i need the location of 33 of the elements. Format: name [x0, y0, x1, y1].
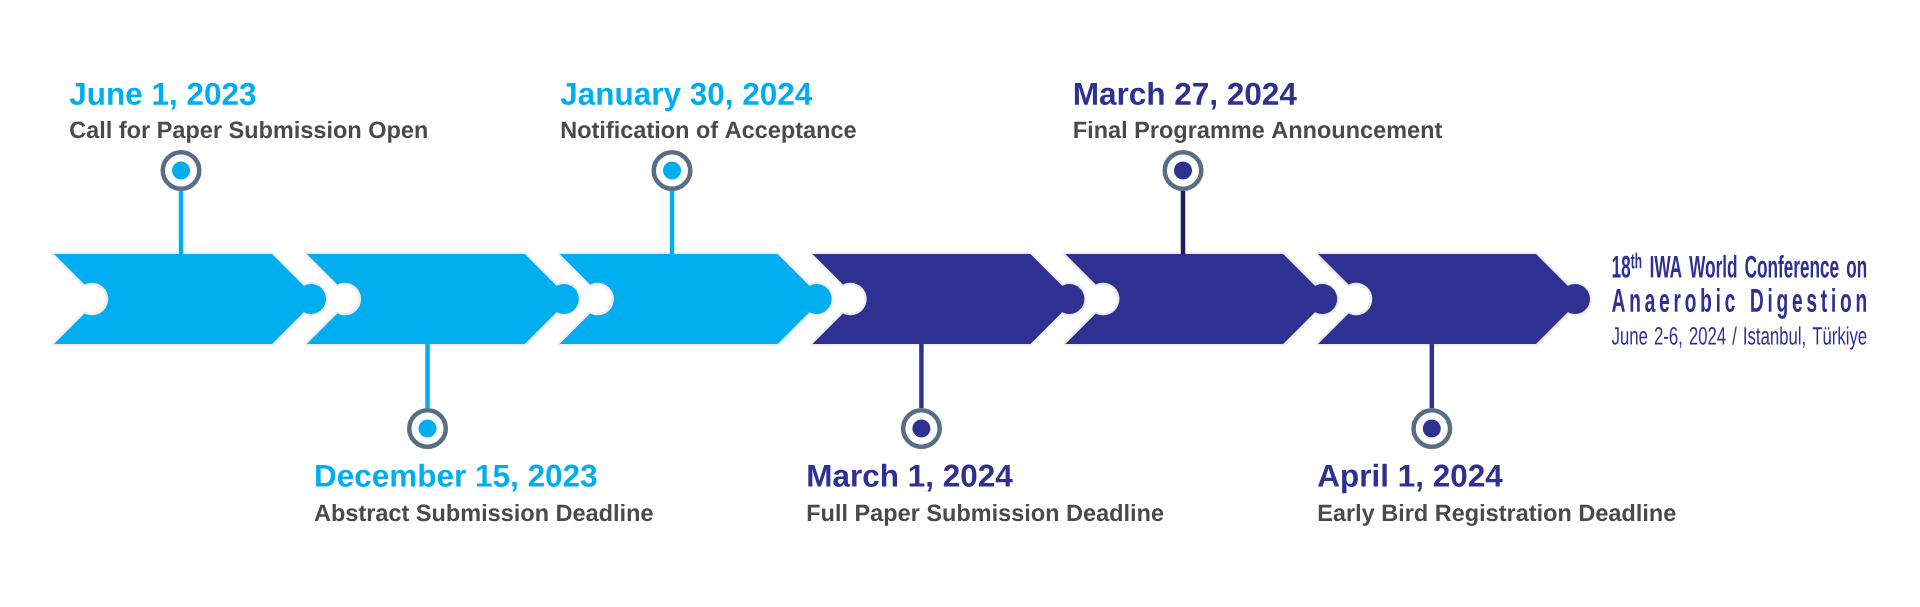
- ring-marker: [160, 150, 202, 191]
- milestone-label: Early Bird Registration Deadline: [1318, 504, 1676, 526]
- milestone-label: Final Programme Announcement: [1074, 121, 1443, 143]
- connector-line: [669, 191, 675, 254]
- ring-marker: [1411, 408, 1453, 449]
- milestone-label: Full Paper Submission Deadline: [807, 504, 1164, 526]
- milestone-label: Call for Paper Submission Open: [70, 121, 427, 143]
- connector-line: [425, 344, 430, 408]
- conference-name: 18$^{th}$ IWA World Conference on: [1612, 252, 1867, 278]
- timeline-segment: [557, 252, 834, 346]
- timeline-segment: [810, 252, 1087, 346]
- timeline-segment: [1063, 252, 1340, 346]
- timeline-segment: [52, 252, 328, 346]
- date-label: January 30, 2024: [560, 82, 813, 112]
- timeline-segment: [304, 252, 581, 346]
- ring-marker: [651, 150, 693, 191]
- conference-name: Anaerobic Digestion: [1612, 287, 1866, 319]
- connector-line: [1180, 191, 1186, 254]
- date-label: June 1, 2023: [69, 82, 256, 110]
- connector-line: [178, 191, 184, 254]
- connector-line: [919, 344, 924, 408]
- milestone-label: Notification of Acceptance: [561, 121, 856, 143]
- ring-marker: [1162, 150, 1204, 191]
- date-label: March 1, 2024: [808, 463, 1013, 492]
- date-label: March 27, 2024: [1074, 81, 1297, 110]
- date-label: April 1, 2024: [1318, 463, 1503, 494]
- ring-marker: [900, 408, 942, 449]
- connector-line: [1429, 344, 1435, 408]
- ring-marker: [407, 408, 448, 449]
- timeline-segment: [1316, 252, 1592, 346]
- event-dates: June 2-6, 2024 / Istanbul, Türkiye: [1611, 326, 1867, 350]
- milestone-label: Abstract Submission Deadline: [314, 504, 653, 522]
- date-label: December 15, 2023: [316, 463, 597, 492]
